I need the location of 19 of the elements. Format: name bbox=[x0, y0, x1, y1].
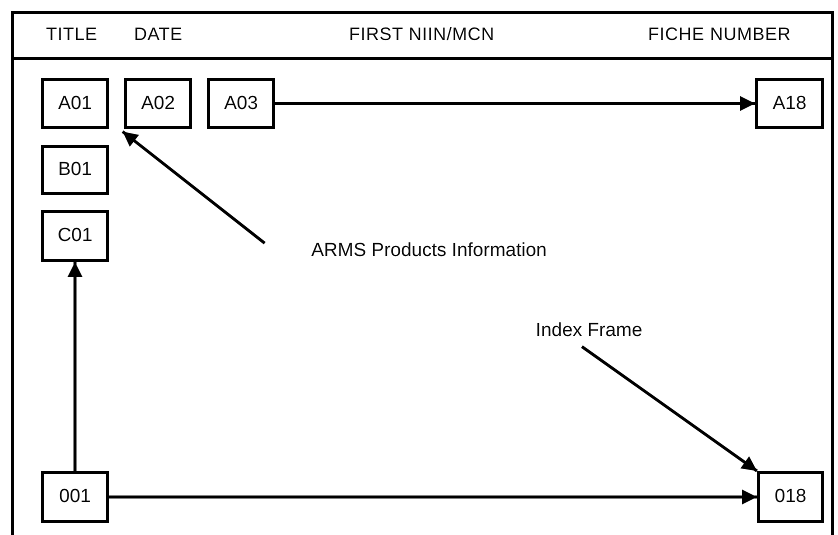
frame-box: A02 bbox=[124, 78, 192, 129]
callout-text: ARMS Products Information bbox=[274, 238, 584, 264]
callout-text: Index Frame bbox=[518, 318, 660, 344]
frame-box: 001 bbox=[41, 471, 109, 523]
frame-box: A18 bbox=[755, 78, 824, 129]
frame-box: A03 bbox=[207, 78, 275, 129]
leader-line bbox=[122, 130, 266, 244]
frame-box: A01 bbox=[41, 78, 109, 129]
arrow bbox=[275, 96, 755, 111]
column-heading: TITLE bbox=[46, 24, 98, 45]
column-heading: DATE bbox=[134, 24, 183, 45]
column-heading: FIRST NIIN/MCN bbox=[349, 24, 495, 45]
arrow bbox=[109, 490, 757, 504]
frame-box: B01 bbox=[41, 145, 109, 195]
frame-box: C01 bbox=[41, 210, 109, 262]
column-heading: FICHE NUMBER bbox=[648, 24, 792, 45]
arrow bbox=[68, 262, 82, 471]
frame-box: 018 bbox=[757, 471, 824, 523]
leader-line bbox=[581, 345, 758, 472]
